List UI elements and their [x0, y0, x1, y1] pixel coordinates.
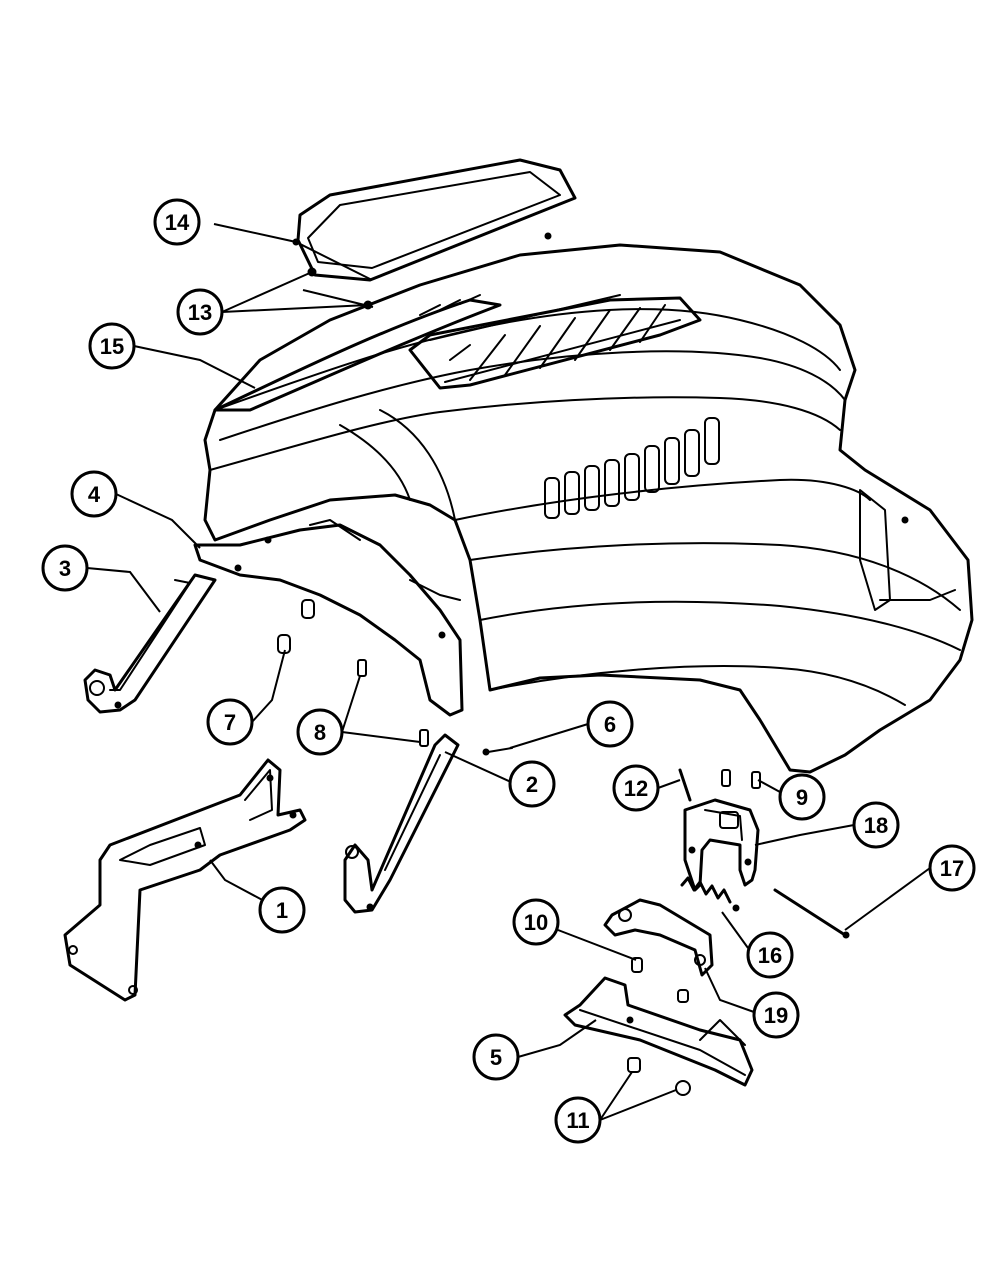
callout-1: 1: [258, 886, 306, 934]
callout-6: 6: [586, 700, 634, 748]
side-louvers: [544, 417, 720, 519]
callout-7: 7: [206, 698, 254, 746]
svg-text:4: 4: [88, 482, 101, 507]
part-10-screw-b: [677, 989, 689, 1003]
callout-16: 16: [746, 931, 794, 979]
callout-13: 13: [176, 288, 224, 336]
callout-3: 3: [41, 544, 89, 592]
hood-assembly: [203, 243, 974, 774]
svg-text:13: 13: [188, 300, 212, 325]
callout-10: 10: [512, 898, 560, 946]
part-3-hinge-bracket: [83, 573, 217, 714]
svg-text:8: 8: [314, 720, 326, 745]
part-11-nut: [627, 1057, 641, 1073]
svg-text:5: 5: [490, 1045, 502, 1070]
part-1-mounting-bracket: [63, 758, 307, 1002]
part-9-screw: [721, 769, 761, 789]
callout-17: 17: [928, 844, 976, 892]
part-17-rod: [773, 888, 847, 937]
svg-text:3: 3: [59, 556, 71, 581]
callout-5: 5: [472, 1033, 520, 1081]
part-7-clip: [277, 599, 315, 654]
callout-4: 4: [70, 470, 118, 518]
svg-text:18: 18: [864, 813, 888, 838]
leader-lines: [86, 223, 931, 1121]
svg-text:7: 7: [224, 710, 236, 735]
callout-11: 11: [554, 1096, 602, 1144]
svg-text:17: 17: [940, 856, 964, 881]
part-8-screw: [357, 659, 429, 747]
part-18-latch-bracket: [683, 798, 760, 892]
svg-text:6: 6: [604, 712, 616, 737]
callout-19: 19: [752, 991, 800, 1039]
part-12-clip: [678, 768, 692, 802]
svg-text:15: 15: [100, 334, 124, 359]
part-11-washer: [675, 1080, 691, 1096]
callout-2: 2: [508, 760, 556, 808]
svg-text:14: 14: [165, 210, 190, 235]
svg-text:10: 10: [524, 910, 548, 935]
callout-12: 12: [612, 764, 660, 812]
svg-text:16: 16: [758, 943, 782, 968]
part-15-trim-strip: [213, 294, 502, 412]
part-5-mounting-plate: [563, 976, 754, 1087]
part-4-side-panel: [193, 519, 464, 717]
callout-9: 9: [778, 773, 826, 821]
svg-text:19: 19: [764, 1003, 788, 1028]
part-16-spring: [680, 876, 732, 904]
svg-text:11: 11: [566, 1108, 589, 1133]
part-19-latch-plate: [603, 898, 714, 977]
callout-14: 14: [153, 198, 201, 246]
svg-text:12: 12: [624, 776, 648, 801]
part-2-hinge-bracket: [343, 733, 460, 914]
callout-18: 18: [852, 801, 900, 849]
part-6-pin: [482, 747, 513, 756]
callout-8: 8: [296, 708, 344, 756]
part-10-screw: [631, 957, 643, 973]
svg-text:9: 9: [796, 785, 808, 810]
callout-15: 15: [88, 322, 136, 370]
svg-text:2: 2: [526, 772, 538, 797]
svg-text:1: 1: [276, 898, 288, 923]
